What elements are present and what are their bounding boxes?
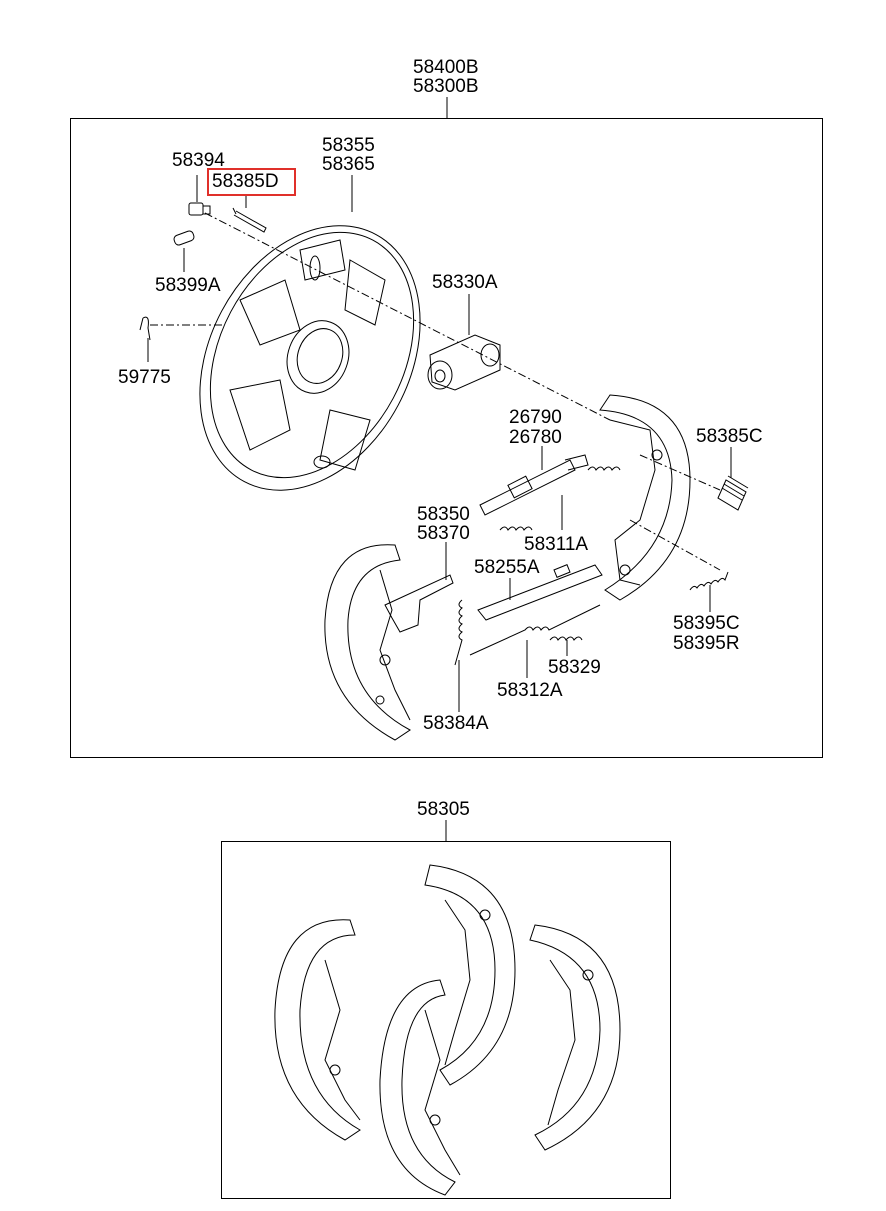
label-part-58355: 58355 xyxy=(322,135,375,156)
label-part-58395R: 58395R xyxy=(673,633,740,654)
label-part-58311A: 58311A xyxy=(524,534,589,555)
shoe-kit-frame xyxy=(221,841,671,1199)
label-part-58385C: 58385C xyxy=(696,426,763,447)
label-part-26790: 26790 xyxy=(509,407,562,428)
label-part-58255A: 58255A xyxy=(474,557,540,578)
label-part-58395C: 58395C xyxy=(673,613,740,634)
label-part-58399A: 58399A xyxy=(155,275,221,296)
label-part-26780: 26780 xyxy=(509,427,562,448)
label-part-58350: 58350 xyxy=(417,504,470,525)
label-part-58312A: 58312A xyxy=(497,680,563,701)
label-part-58365: 58365 xyxy=(322,154,375,175)
label-part-58329: 58329 xyxy=(548,657,601,678)
label-part-58384A: 58384A xyxy=(423,713,489,734)
label-part-58370: 58370 xyxy=(417,523,470,544)
label-part-59775: 59775 xyxy=(118,367,171,388)
label-assembly-58400B: 58400B xyxy=(413,57,479,78)
label-part-58330A: 58330A xyxy=(432,272,498,293)
label-part-58385D[interactable]: 58385D xyxy=(212,171,279,192)
label-assembly-58300B: 58300B xyxy=(413,76,479,97)
label-kit-58305: 58305 xyxy=(417,799,470,820)
highlight-box-58385D xyxy=(207,168,296,196)
backing-plate-assembly-frame xyxy=(70,118,823,758)
label-part-58394: 58394 xyxy=(172,150,225,171)
